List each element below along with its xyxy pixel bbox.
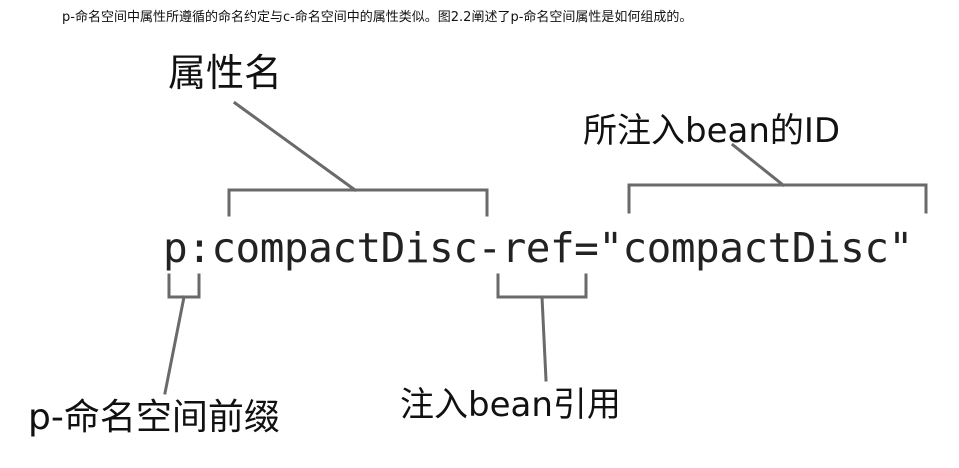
label-property-name: 属性名	[168, 51, 283, 95]
pointer-property-name	[232, 100, 358, 193]
pointer-injected-bean-id	[730, 142, 786, 188]
label-injected-bean-id: 所注入bean的ID	[583, 111, 841, 151]
pointer-ref-suffix	[540, 295, 548, 382]
bracket-ref-suffix	[496, 273, 588, 299]
label-p-namespace-prefix: p-命名空间前缀	[28, 397, 280, 438]
bracket-injected-bean-id	[627, 183, 928, 214]
bracket-p-prefix	[167, 273, 201, 299]
label-inject-bean-reference: 注入bean引用	[400, 385, 621, 425]
pointer-p-prefix	[163, 295, 186, 395]
bracket-property-name	[227, 188, 489, 217]
p-namespace-attribute-code: p:compactDisc-ref="compactDisc"	[163, 224, 913, 272]
intro-paragraph: p-命名空间中属性所遵循的命名约定与c-命名空间中的属性类似。图2.2阐述了p-…	[62, 10, 693, 25]
